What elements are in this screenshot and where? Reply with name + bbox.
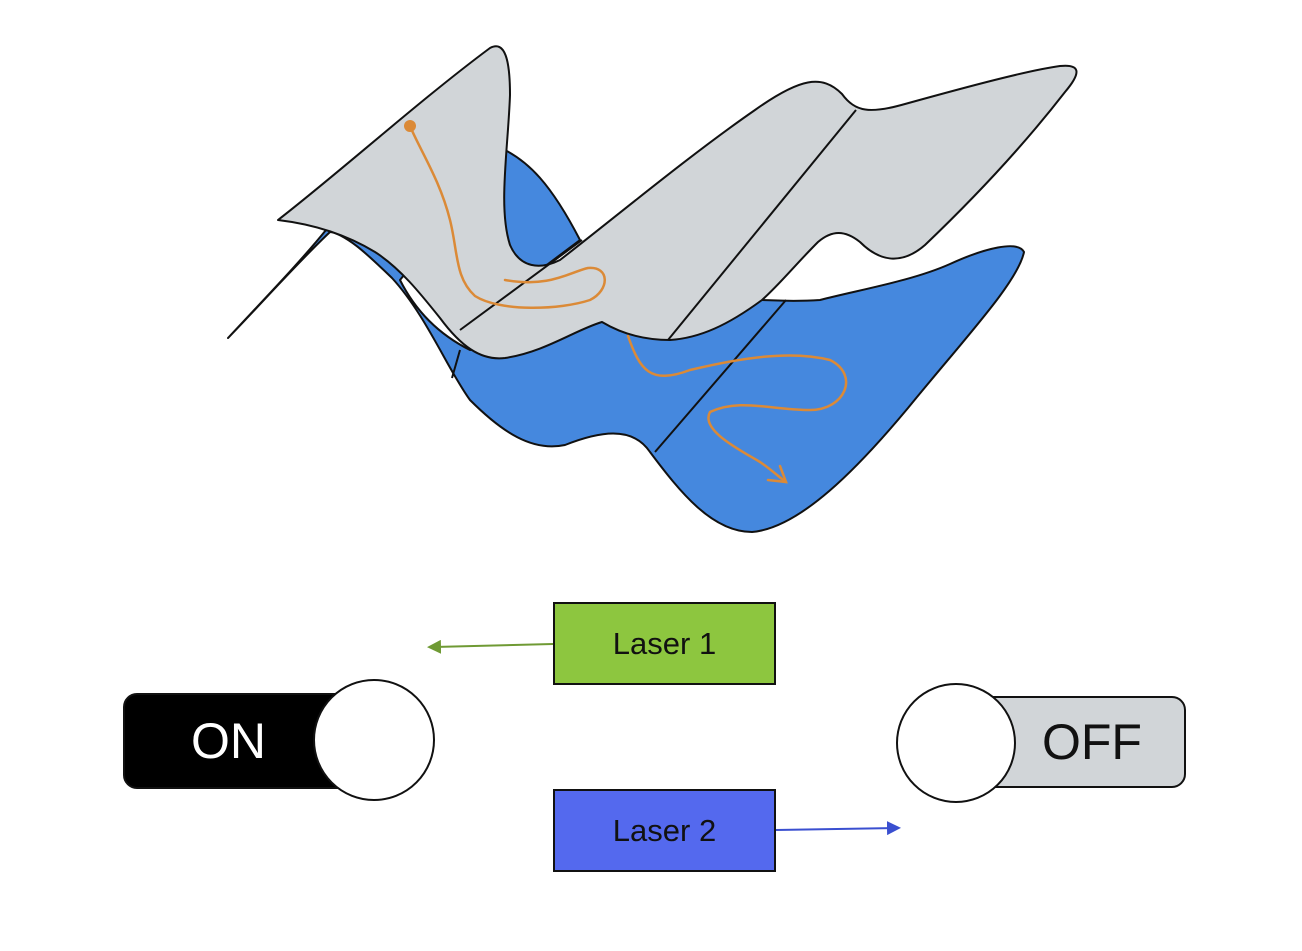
- on-toggle-knob[interactable]: [313, 679, 435, 801]
- laser1-label: Laser 1: [612, 625, 717, 661]
- laser2-box: Laser 2: [553, 789, 776, 872]
- lower-grid-line: [654, 299, 787, 453]
- off-toggle-label: OFF: [1042, 714, 1142, 770]
- laser2-arrow: [775, 821, 901, 836]
- lower-grid-line: [451, 349, 461, 379]
- on-toggle-label: ON: [191, 713, 266, 769]
- upper-energy-surface: [277, 45, 1078, 360]
- laser1-box: Laser 1: [553, 602, 776, 685]
- laser2-label: Laser 2: [612, 812, 717, 848]
- lower-trajectory-arrowhead: [766, 464, 788, 484]
- off-toggle-knob[interactable]: [896, 683, 1016, 803]
- upper-grid-line: [459, 239, 583, 331]
- laser1-arrow: [427, 639, 554, 654]
- upper-grid-line: [667, 109, 857, 341]
- upper-trajectory: [408, 124, 606, 309]
- lower-trajectory: [626, 334, 848, 484]
